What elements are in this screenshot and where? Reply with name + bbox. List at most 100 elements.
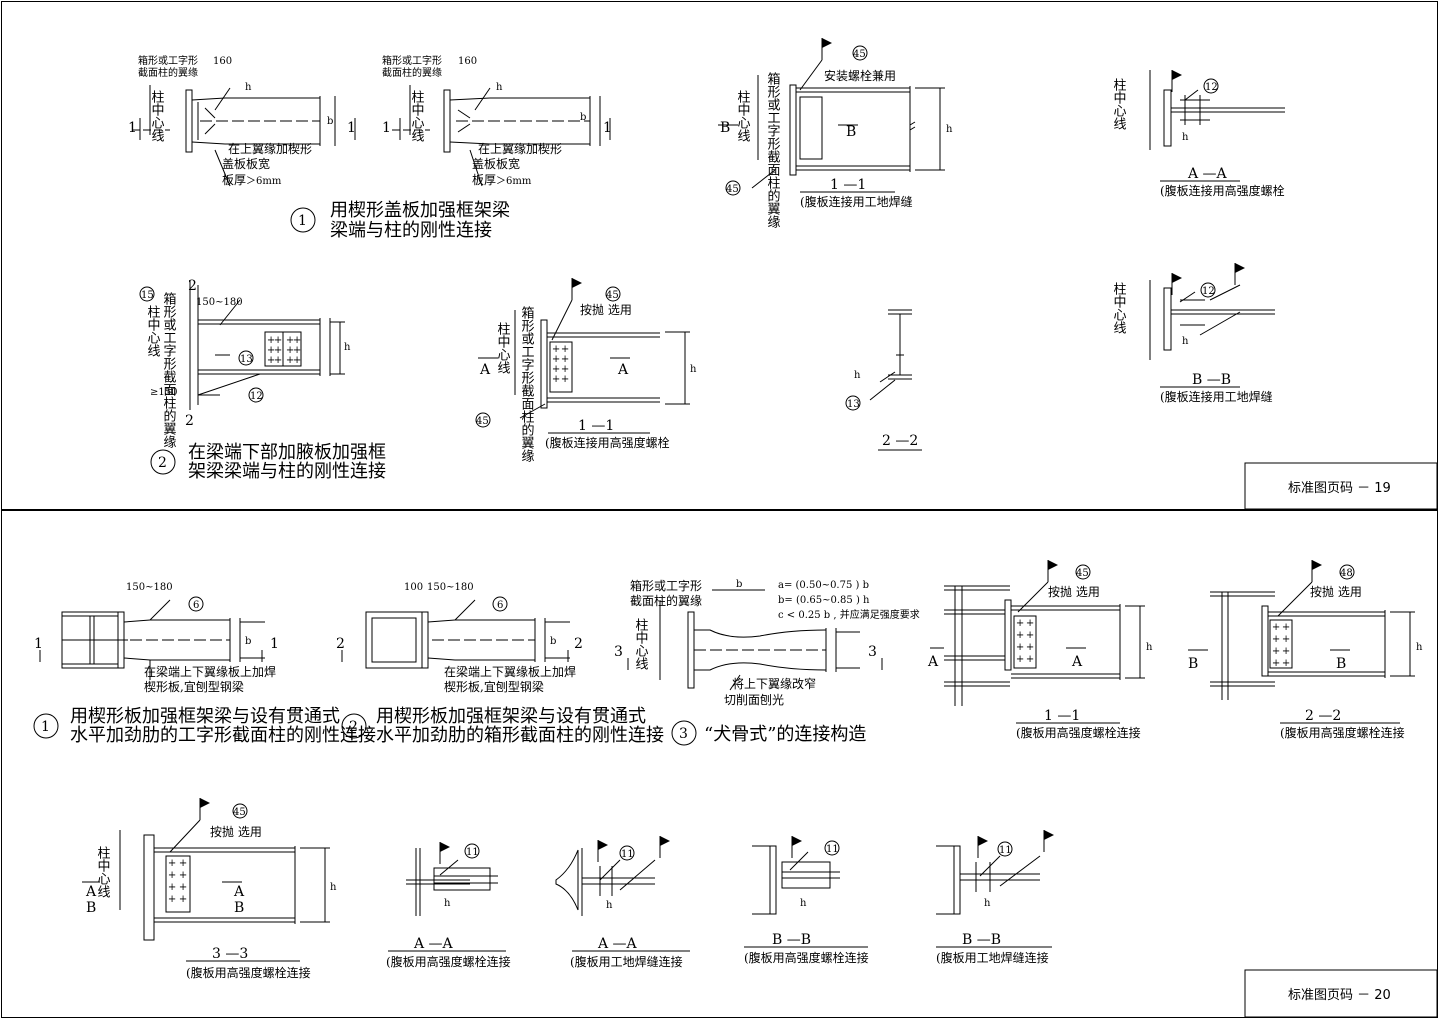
e1-weld-circle (188, 596, 204, 612)
s4-drawing (936, 845, 1041, 915)
d1-right-note-c: 在上翼缘加楔形 (478, 142, 562, 156)
s4-label: B —B (962, 932, 1001, 948)
e1-title-num: 1 (41, 719, 50, 735)
d2-bolt-grid (266, 335, 302, 366)
e2-title-l2: 水平加劲肋的箱形截面柱的刚性连接 (376, 725, 664, 746)
e11-bolts (1015, 618, 1035, 665)
d211-cut-l: A (479, 362, 491, 378)
e11-callout: 按抛 选用 (1048, 584, 1100, 599)
e2-drawing (341, 599, 570, 669)
e1-note-b: 楔形板,宜刨型钢梁 (144, 679, 244, 694)
d1-left-note-b: 截面柱的翼缘 (138, 66, 198, 79)
d211-hb: h (690, 364, 697, 375)
e2-title-l1: 用楔形板加强框架梁与设有贯通式 (376, 706, 646, 727)
d2-dims: 150~180 (196, 297, 243, 308)
d22-weld: 13 (847, 399, 860, 410)
e11-weld-circle (1075, 564, 1091, 580)
detail-1-right-drawing (392, 85, 611, 187)
d1-right-col-center: 柱中心线 (409, 90, 425, 142)
e33-cut-b-r: B (234, 900, 244, 916)
s4-weld-circle (997, 841, 1013, 857)
e1-drawing (39, 599, 265, 680)
e22-cut-r: B (1336, 656, 1346, 672)
d2-title-l2: 架梁梁端与柱的刚性连接 (188, 461, 386, 482)
e3-note-d: 切削面刨光 (724, 692, 784, 707)
e33-cut-a-l: A (85, 884, 97, 900)
d11-weld: 45 (853, 49, 866, 60)
e22-hb: h (1416, 642, 1423, 653)
d211-weld-circle-2 (475, 412, 491, 428)
d211-weld: 45 (606, 290, 619, 301)
d1-right-note-a: 箱形或工字形 (382, 54, 442, 67)
d1-left-note-d: 盖板板宽 (222, 156, 270, 171)
page-number-19: 标准图页码 － 19 (1288, 481, 1391, 496)
d11-cut-r: B (846, 124, 856, 140)
d1-right-hf: h (496, 82, 503, 93)
s4-caption: (腹板用工地焊缝连接 (936, 950, 1049, 965)
s1-drawing (406, 848, 498, 916)
d11-weld-2: 45 (726, 184, 739, 195)
d1-right-dim: 160 (458, 56, 477, 67)
d11-callout: 安装螺栓兼用 (824, 68, 896, 83)
d2-cut-top: 2 (188, 278, 197, 294)
e1-cut-r: 1 (270, 636, 279, 652)
e2-weld-circle (492, 596, 508, 612)
d1-title-num: 1 (298, 213, 307, 229)
e33-label: 3 —3 (212, 946, 248, 962)
d1-left-cut-r: 1 (347, 120, 356, 136)
d2-weld2-circle (238, 350, 254, 366)
detail-2-1-1-drawing (478, 299, 690, 419)
e2-weld: 6 (497, 600, 503, 611)
e22-flag (1311, 559, 1323, 583)
e33-cut-b-l: B (86, 900, 96, 916)
s4-flag-2 (1043, 829, 1055, 853)
d2-weld1-circle (139, 286, 155, 302)
d211-col-center: 柱中心线 (495, 322, 511, 374)
d11-hb: h (946, 124, 953, 135)
s4-weld: 11 (999, 845, 1012, 856)
s3-weld: 11 (826, 844, 839, 855)
e2-cut-l: 2 (336, 636, 345, 652)
e3-b: b (736, 579, 742, 590)
daa-weld-circle (1203, 78, 1219, 94)
detail-1-1-drawing (718, 59, 945, 189)
e3-c-eq: c < 0.25 b , 并应满足强度要求 (778, 608, 920, 621)
e2-cut-r: 2 (574, 636, 583, 652)
e1-title-l2: 水平加劲肋的工字形截面柱的刚性连接 (70, 725, 376, 746)
s3-caption: (腹板用高强度螺栓连接 (744, 950, 869, 965)
d2-weld2: 13 (240, 354, 253, 365)
d22-weld-circle (845, 395, 861, 411)
d22-hf: h (854, 370, 861, 381)
d1-left-dim: 160 (213, 56, 232, 67)
d11-weld-circle-2 (725, 180, 741, 196)
e33-flag (199, 797, 211, 821)
e22-cut-l: B (1188, 656, 1198, 672)
e22-weld-circle (1339, 564, 1355, 580)
s3-hf: h (800, 898, 807, 909)
s1-caption: (腹板用高强度螺栓连接 (386, 954, 511, 969)
detail-2-2-drawing (869, 309, 912, 401)
d1-right-note-d: 盖板板宽 (472, 156, 520, 171)
e3-title-num: 3 (679, 726, 688, 742)
e2-title-num: 2 (349, 719, 358, 735)
e11-cut-l: A (927, 654, 939, 670)
s1-hf: h (444, 898, 451, 909)
d211-bolts (551, 344, 570, 385)
s1-flag (439, 841, 451, 865)
e1-title-l1: 用楔形板加强框架梁与设有贯通式 (70, 706, 340, 727)
d1-left-note-c: 在上翼缘加楔形 (228, 142, 312, 156)
d211-cut-r: A (617, 362, 629, 378)
e3-title-circle (671, 720, 697, 746)
e33-drawing (82, 819, 330, 941)
detail-1-left-drawing (132, 85, 356, 187)
d1-left-note-e2: ＞6mm (246, 176, 282, 187)
daa-hf: h (1182, 132, 1189, 143)
e3-cut-l: 3 (614, 644, 623, 660)
dbb-label: B —B (1192, 372, 1231, 388)
d1-right-cut-r: 1 (603, 120, 612, 136)
e11-drawing (930, 581, 1145, 706)
e2-bf: b (550, 636, 556, 647)
d2-weld3-circle (248, 387, 264, 403)
e3-a-eq: a= (0.50~0.75 ) b (778, 580, 869, 591)
e11-flag (1047, 559, 1059, 583)
